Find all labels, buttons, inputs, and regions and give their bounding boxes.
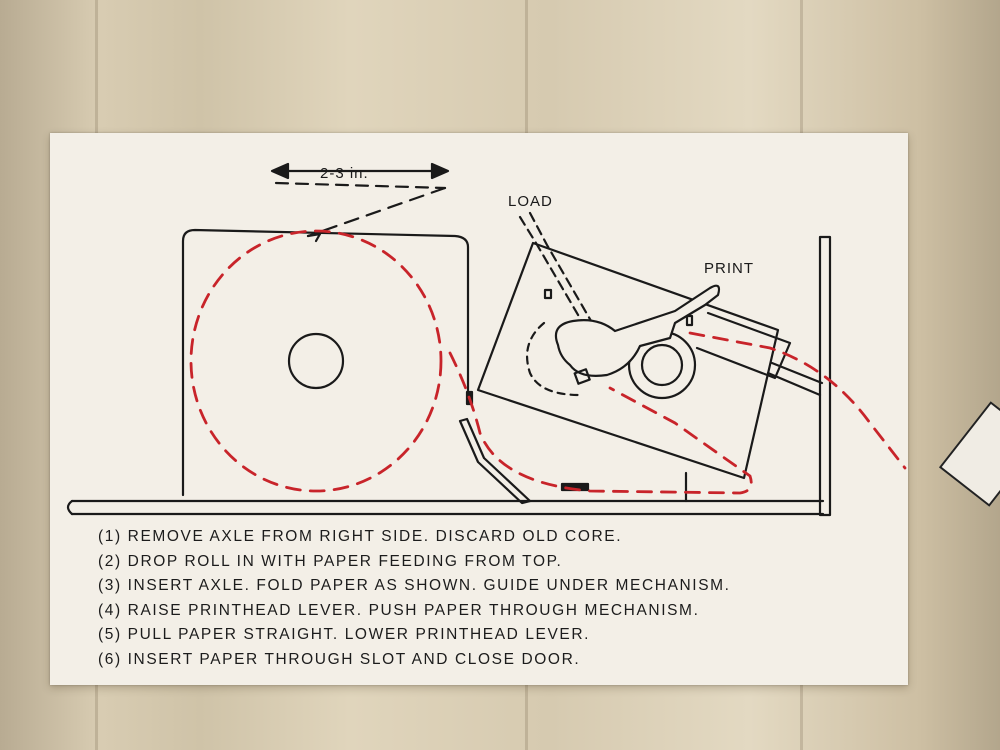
instruction-steps: (1) REMOVE AXLE FROM RIGHT SIDE. DISCARD…	[98, 525, 731, 672]
step-item: (3) INSERT AXLE. FOLD PAPER AS SHOWN. GU…	[98, 577, 731, 594]
paper-roll	[189, 229, 443, 493]
small-square	[543, 288, 553, 300]
width-arrow-left-head	[270, 162, 290, 180]
paper-path	[448, 331, 907, 495]
lever-square	[573, 368, 591, 385]
adjacent-label-corner	[938, 401, 1000, 507]
platen-roller-core	[640, 343, 684, 387]
step-item: (2) DROP ROLL IN WITH PAPER FEEDING FROM…	[98, 552, 563, 570]
folded-paper-top	[274, 181, 447, 190]
lever-arc-dashed	[526, 321, 582, 397]
printhead-lever	[554, 284, 721, 377]
step-item: (4) RAISE PRINTHEAD LEVER. PUSH PAPER TH…	[98, 601, 700, 619]
instruction-sticker: 2-3 in. LOAD PRINT (1) REMOVE AXLE FROM …	[50, 133, 908, 685]
step-item: (6) INSERT PAPER THROUGH SLOT AND CLOSE …	[98, 650, 581, 668]
folded-paper-tip	[306, 232, 322, 243]
door-hinge-bracket	[766, 361, 824, 397]
step-item: (1) REMOVE AXLE FROM RIGHT SIDE. DISCARD…	[98, 528, 623, 545]
lever-notch	[685, 314, 694, 327]
width-label: 2-3 in.	[320, 165, 369, 182]
door-panel	[818, 235, 832, 517]
roll-housing	[181, 228, 470, 497]
load-label: LOAD	[508, 193, 553, 210]
base-left-end	[66, 499, 74, 516]
folded-paper-diagonal	[306, 186, 447, 238]
paper-guide	[458, 417, 532, 505]
door-hinge-top	[695, 311, 792, 380]
print-label: PRINT	[704, 260, 754, 277]
step-item: (5) PULL PAPER STRAIGHT. LOWER PRINTHEAD…	[98, 626, 591, 643]
axle-hole	[287, 332, 345, 390]
paper-loading-diagram: 2-3 in. LOAD PRINT	[66, 162, 907, 517]
width-arrow-right-head	[430, 162, 450, 180]
